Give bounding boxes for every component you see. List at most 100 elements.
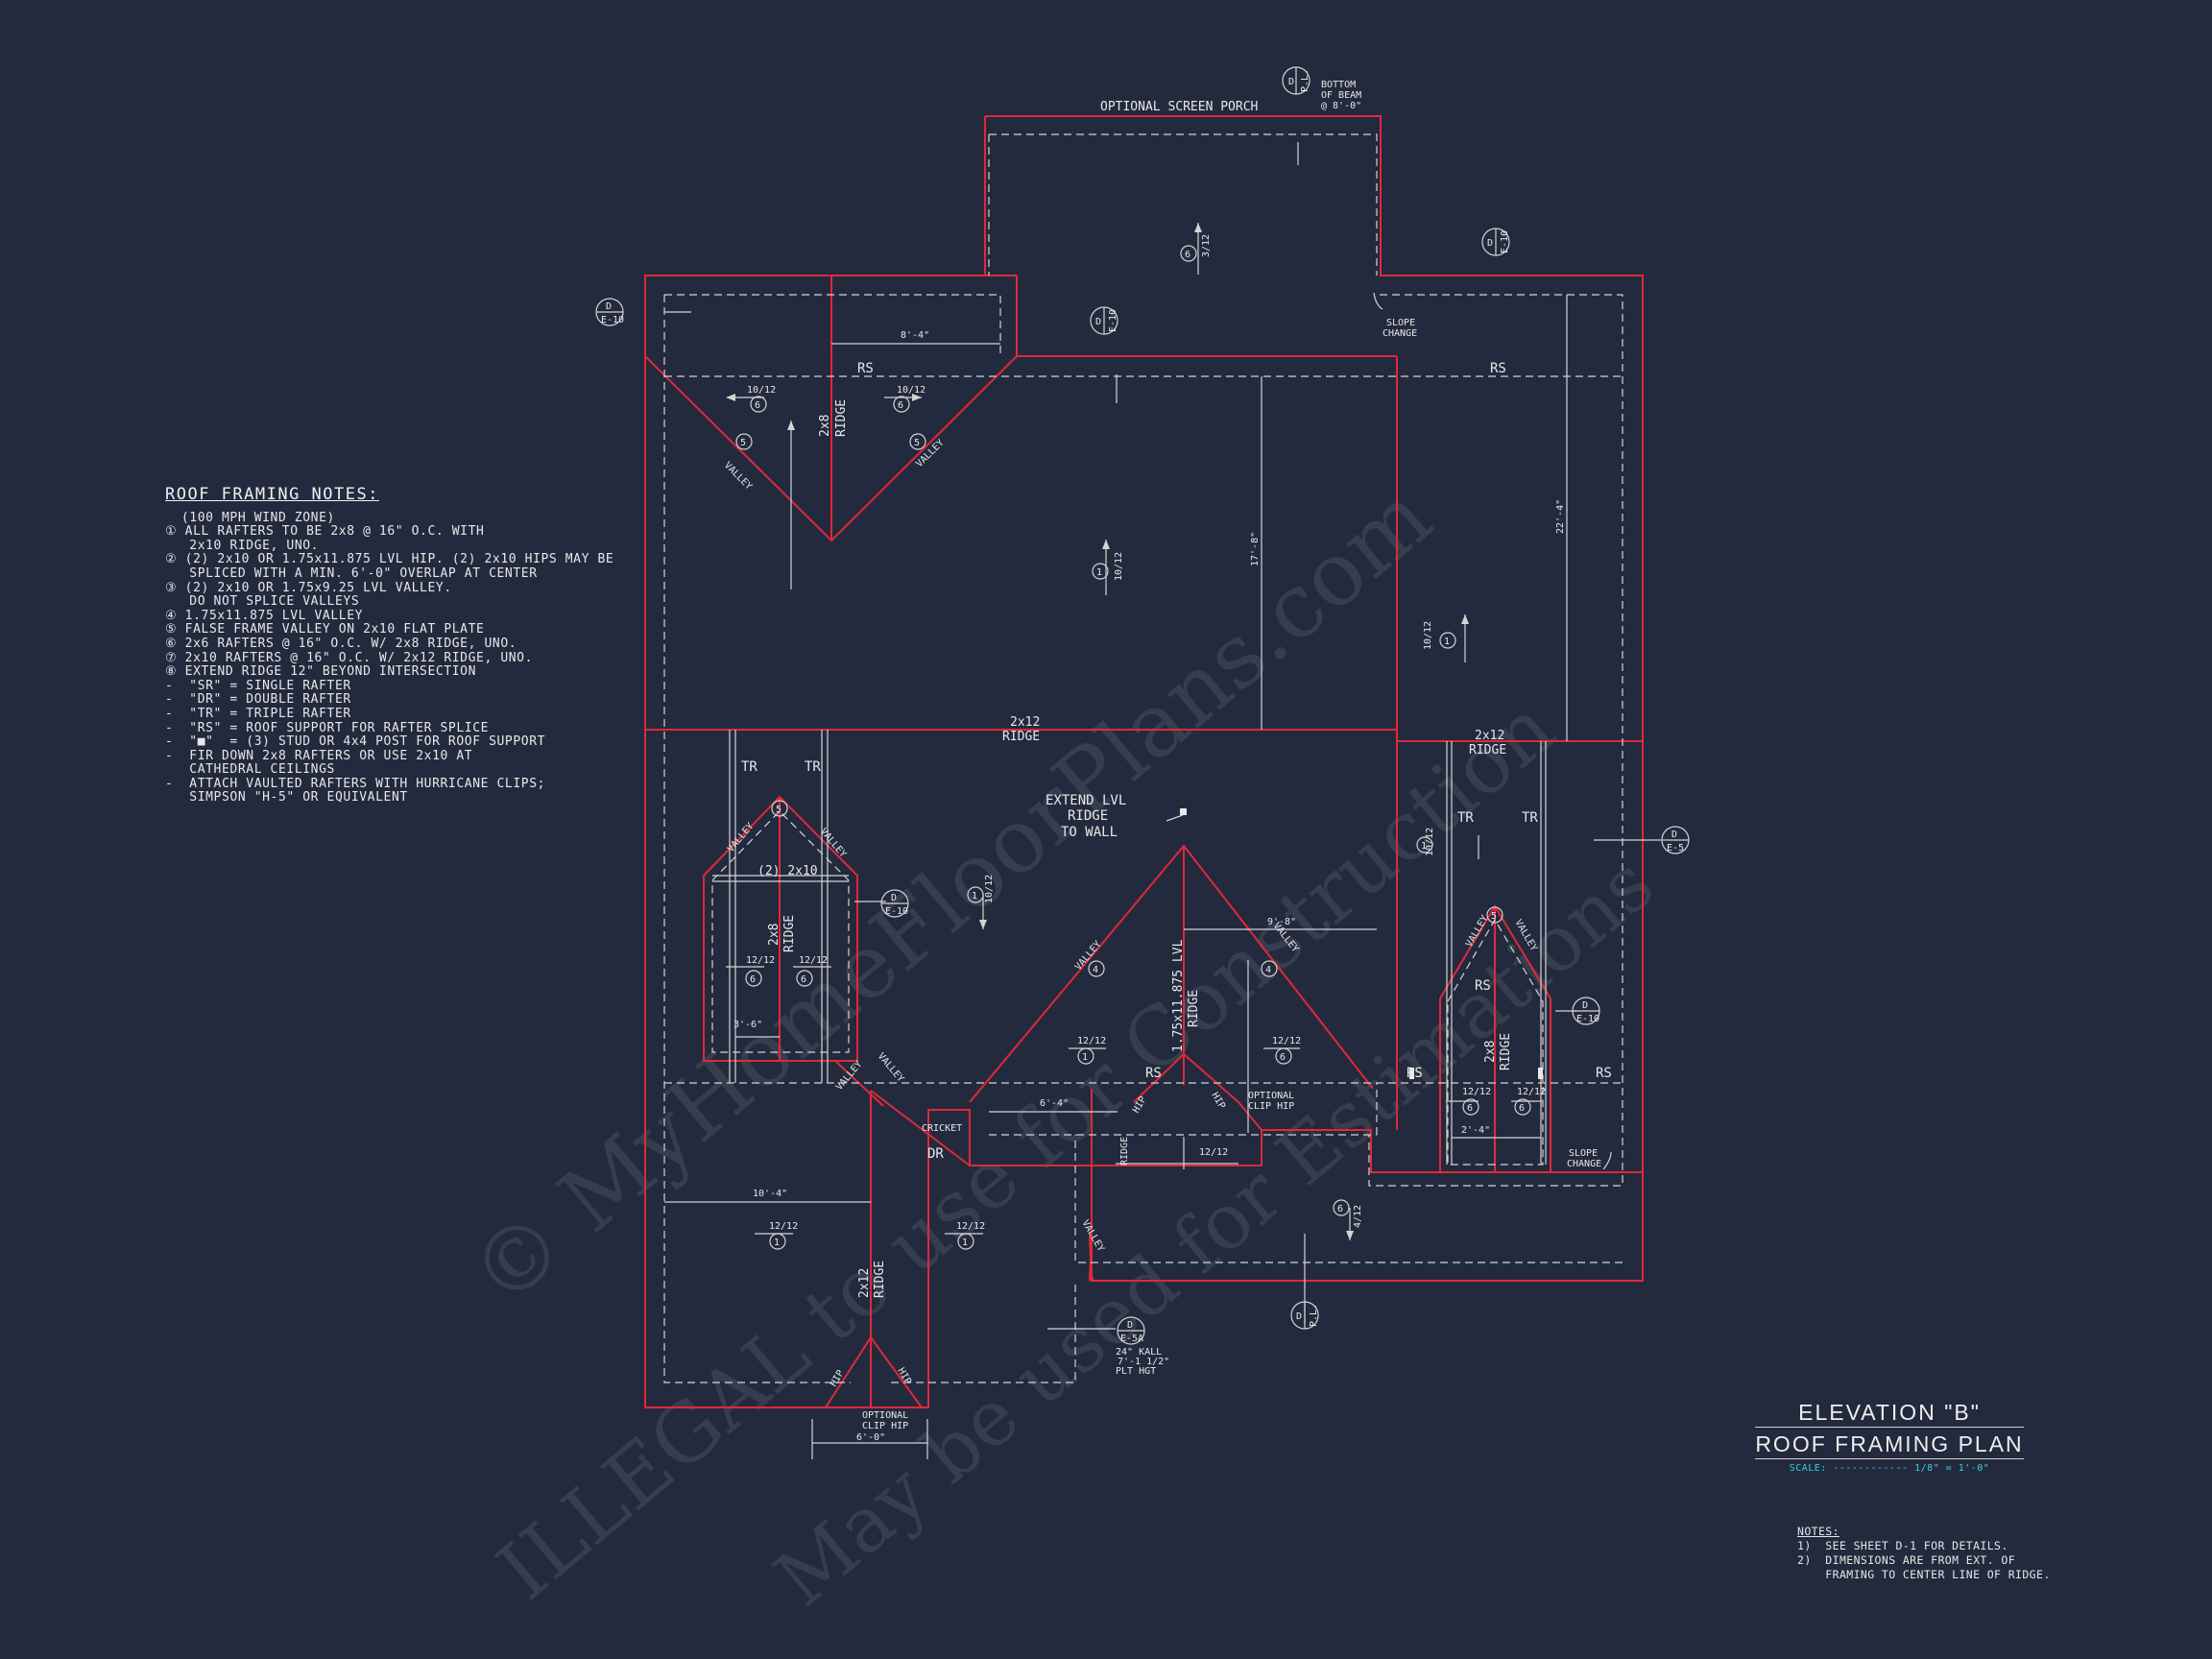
label-ridge-1: RIDGE	[1002, 730, 1040, 744]
pitch-1: 10/12	[747, 385, 776, 396]
label-2x8-1: 2x8	[818, 415, 832, 437]
scale-label: SCALE: ------------ 1/8" = 1'-0"	[1789, 1463, 1990, 1474]
eave-lines	[663, 133, 1623, 1383]
svg-text:E-10: E-10	[601, 315, 624, 325]
svg-text:6: 6	[1337, 1204, 1343, 1214]
label-rs-6: RS	[1475, 978, 1491, 994]
label-2x8-3: 2x8	[1483, 1041, 1498, 1063]
svg-text:1: 1	[1444, 637, 1450, 647]
note-line: CATHEDRAL CEILINGS	[165, 762, 335, 778]
svg-text:D: D	[1582, 1000, 1588, 1011]
label-wall-note-3: PLT HGT	[1116, 1366, 1156, 1377]
label-optional-clip-hip-4: CLIP HIP	[862, 1421, 908, 1431]
svg-text:4: 4	[1093, 965, 1098, 975]
label-rs-1: RS	[857, 361, 874, 376]
general-notes-title: NOTES:	[1797, 1525, 1839, 1538]
dim-17-8: 17'-8"	[1250, 532, 1261, 566]
label-valley-9: VALLEY	[1079, 1218, 1106, 1254]
label-wall-note-1: 24" KALL	[1116, 1347, 1162, 1358]
roof-lines	[644, 276, 1643, 1408]
svg-text:1: 1	[774, 1238, 780, 1248]
pitch-9: 12/12	[746, 955, 775, 966]
general-notes: NOTES: 1) SEE SHEET D-1 FOR DETAILS. 2) …	[1797, 1525, 2085, 1582]
rafter-lines	[712, 730, 1547, 1169]
sheet-title-block: ELEVATION "B" ROOF FRAMING PLAN SCALE: -…	[1755, 1400, 2024, 1474]
svg-text:D: D	[1487, 238, 1493, 249]
label-valley-3: VALLEY	[726, 821, 757, 854]
pitch-3: 10/12	[1114, 552, 1124, 581]
svg-text:D: D	[606, 301, 612, 312]
svg-text:E-5: E-5	[1667, 843, 1684, 854]
label-2x8-2: 2x8	[767, 924, 781, 946]
note-line: ⑧ EXTEND RIDGE 12" BEYOND INTERSECTION	[165, 664, 477, 680]
label-wall-note-2: 7'-1 1/2"	[1118, 1357, 1169, 1367]
pitch-5: 10/12	[984, 875, 995, 903]
svg-text:6: 6	[1185, 250, 1190, 260]
roof-framing-notes: ROOF FRAMING NOTES: (100 MPH WIND ZONE) …	[165, 485, 613, 805]
label-extend-lvl-2: RIDGE	[1068, 808, 1108, 824]
label-tr-1: TR	[741, 759, 757, 775]
note-line: ④ 1.75x11.875 LVL VALLEY	[165, 608, 364, 623]
pitch-17: 4/12	[1353, 1205, 1363, 1228]
plan-text-labels: OPTIONAL SCREEN PORCH BOTTOM OF BEAM @ 8…	[722, 80, 1612, 1443]
svg-text:6: 6	[801, 974, 806, 985]
label-extend-lvl-1: EXTEND LVL	[1046, 793, 1126, 808]
dim-3-6: 3'-6"	[733, 1020, 762, 1030]
svg-text:5: 5	[914, 438, 920, 448]
roof-framing-notes-title: ROOF FRAMING NOTES:	[165, 485, 379, 504]
note-line: ⑥ 2x6 RAFTERS @ 16" O.C. W/ 2x8 RIDGE, U…	[165, 636, 517, 651]
pitch-11: 12/12	[1462, 1087, 1491, 1097]
svg-text:6: 6	[898, 400, 903, 411]
note-number-callouts: 6 6 5 5 1 1 1 1 6 6 5 6 6 4 4 1 6 5 6 6 …	[735, 245, 1531, 1250]
dimension-lines	[664, 142, 1661, 1459]
pitch-13: 12/12	[769, 1221, 798, 1232]
note-line: - "DR" = DOUBLE RAFTER	[165, 692, 351, 708]
svg-text:5: 5	[776, 805, 781, 815]
label-slope-change-3: SLOPE	[1569, 1148, 1598, 1159]
label-2-2x10: (2) 2x10	[757, 864, 818, 878]
note-line: ③ (2) 2x10 OR 1.75x9.25 LVL VALLEY.	[165, 580, 452, 595]
dim-10-4: 10'-4"	[753, 1189, 787, 1199]
label-bottom-of-beam-3: @ 8'-0"	[1321, 101, 1361, 111]
svg-text:1: 1	[1421, 841, 1427, 852]
label-tr-3: TR	[1457, 810, 1474, 826]
label-valley-10: VALLEY	[1464, 914, 1491, 950]
dim-22-4: 22'-4"	[1555, 499, 1566, 534]
svg-text:6: 6	[1519, 1103, 1525, 1114]
svg-text:D: D	[1127, 1320, 1133, 1331]
svg-text:P.L.: P.L.	[1300, 69, 1310, 92]
title-elevation: ELEVATION "B"	[1755, 1400, 2024, 1428]
pitch-7: 12/12	[1077, 1036, 1106, 1046]
label-lvl-ridge: 1.75x11.875 LVL	[1171, 939, 1186, 1052]
label-slope-change-4: CHANGE	[1567, 1159, 1601, 1169]
label-rs-4: RS	[1407, 1066, 1423, 1081]
svg-text:1: 1	[1082, 1052, 1088, 1063]
dim-6-0: 6'-0"	[856, 1432, 885, 1443]
label-optional-clip-hip-1: OPTIONAL	[1248, 1091, 1294, 1101]
label-2x12-3: 2x12	[857, 1268, 872, 1298]
label-rs-5: RS	[1596, 1066, 1612, 1081]
svg-text:E-10: E-10	[885, 906, 908, 917]
svg-text:6: 6	[755, 400, 760, 411]
pitch-8: 12/12	[1272, 1036, 1301, 1046]
label-valley-1: VALLEY	[722, 460, 754, 492]
label-optional-clip-hip-3: OPTIONAL	[862, 1410, 908, 1421]
label-hip-2: HIP	[1209, 1091, 1227, 1111]
title-roof-framing-plan: ROOF FRAMING PLAN	[1755, 1431, 2024, 1459]
svg-text:E-10: E-10	[1500, 230, 1510, 253]
label-valley-8: VALLEY	[876, 1051, 906, 1085]
section-callouts: D P.L. D E-10 D E-10 D E-10 D E-10 D E-5…	[595, 66, 1690, 1345]
note-line: ⑦ 2x10 RAFTERS @ 16" O.C. W/ 2x12 RIDGE,…	[165, 650, 534, 665]
label-hip-1: HIP	[1131, 1094, 1149, 1115]
dim-2-4: 2'-4"	[1461, 1125, 1490, 1136]
svg-text:E-10: E-10	[1108, 309, 1118, 332]
exterior-wall-outline	[644, 115, 1644, 1408]
label-dr: DR	[927, 1146, 944, 1162]
pitch-14: 12/12	[956, 1221, 985, 1232]
svg-text:D: D	[1095, 317, 1101, 327]
label-bottom-of-beam-1: BOTTOM	[1321, 80, 1356, 90]
note-line: SIMPSON "H-5" OR EQUIVALENT	[165, 790, 408, 805]
svg-text:E-10: E-10	[1576, 1014, 1599, 1024]
note-line: - "RS" = ROOF SUPPORT FOR RAFTER SPLICE	[165, 720, 490, 735]
